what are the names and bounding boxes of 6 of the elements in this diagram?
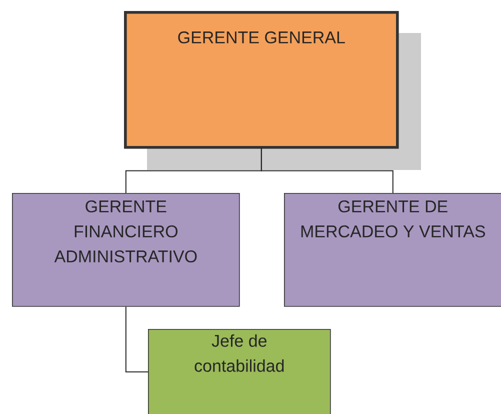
connector-line — [125, 306, 148, 372]
connector-line — [260, 147, 394, 194]
org-box: Jefe de contabilidad — [148, 328, 331, 414]
org-box: GERENTE FINANCIERO ADMINISTRATIVO — [12, 192, 240, 307]
org-box: GERENTE GENERAL — [124, 11, 399, 149]
org-box: GERENTE DE MERCADEO Y VENTAS — [284, 192, 501, 307]
